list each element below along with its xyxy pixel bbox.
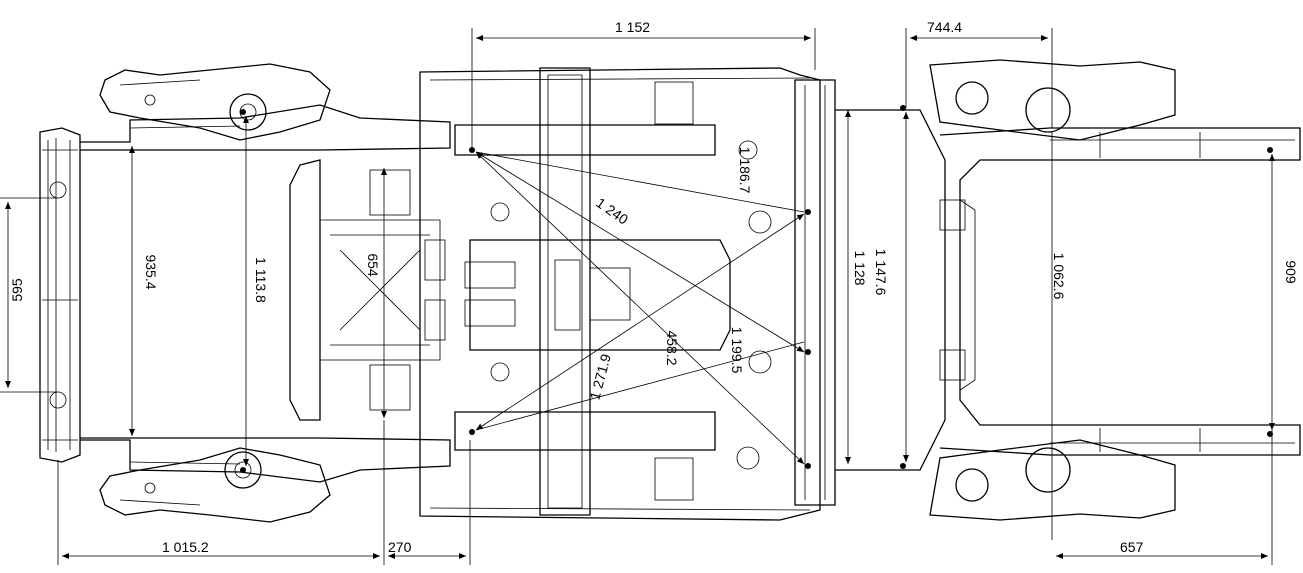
dim-909: 909 — [1283, 260, 1299, 284]
dim-654: 654 — [365, 253, 381, 277]
dim-1199: 1 199.5 — [729, 327, 745, 374]
front-bumper-beam — [39, 127, 81, 463]
dimension-labels: 1 152 744.4 595 935.4 1 113.8 654 1 240 … — [9, 19, 1299, 555]
dim-1062: 1 062.6 — [1051, 253, 1067, 300]
dim-1186: 1 186.7 — [737, 147, 753, 194]
measurement-points — [240, 105, 1273, 473]
rear-frame-rails — [939, 127, 1301, 456]
dim-458: 458.2 — [664, 330, 680, 365]
dim-left-595: 595 — [9, 278, 25, 302]
rear-crossmember — [794, 79, 946, 506]
dim-bottom-657: 657 — [1120, 539, 1144, 555]
rear-wheel-housings — [929, 59, 1176, 521]
dim-bottom-1015: 1 015.2 — [162, 539, 209, 555]
dim-1128: 1 128 — [852, 250, 868, 285]
front-strut-towers — [99, 63, 331, 523]
front-subframe — [289, 159, 446, 421]
dim-bottom-270: 270 — [388, 539, 412, 555]
dim-1113: 1 113.8 — [253, 257, 269, 303]
dim-top-744: 744.4 — [927, 19, 962, 35]
dim-top-1152: 1 152 — [615, 19, 650, 35]
dim-1240: 1 240 — [593, 194, 631, 227]
dim-1147: 1 147.6 — [873, 249, 889, 296]
dim-935: 935.4 — [143, 254, 159, 289]
floor-pan — [419, 67, 821, 521]
dimension-lines — [0, 28, 1275, 565]
front-frame-rails — [80, 104, 451, 483]
